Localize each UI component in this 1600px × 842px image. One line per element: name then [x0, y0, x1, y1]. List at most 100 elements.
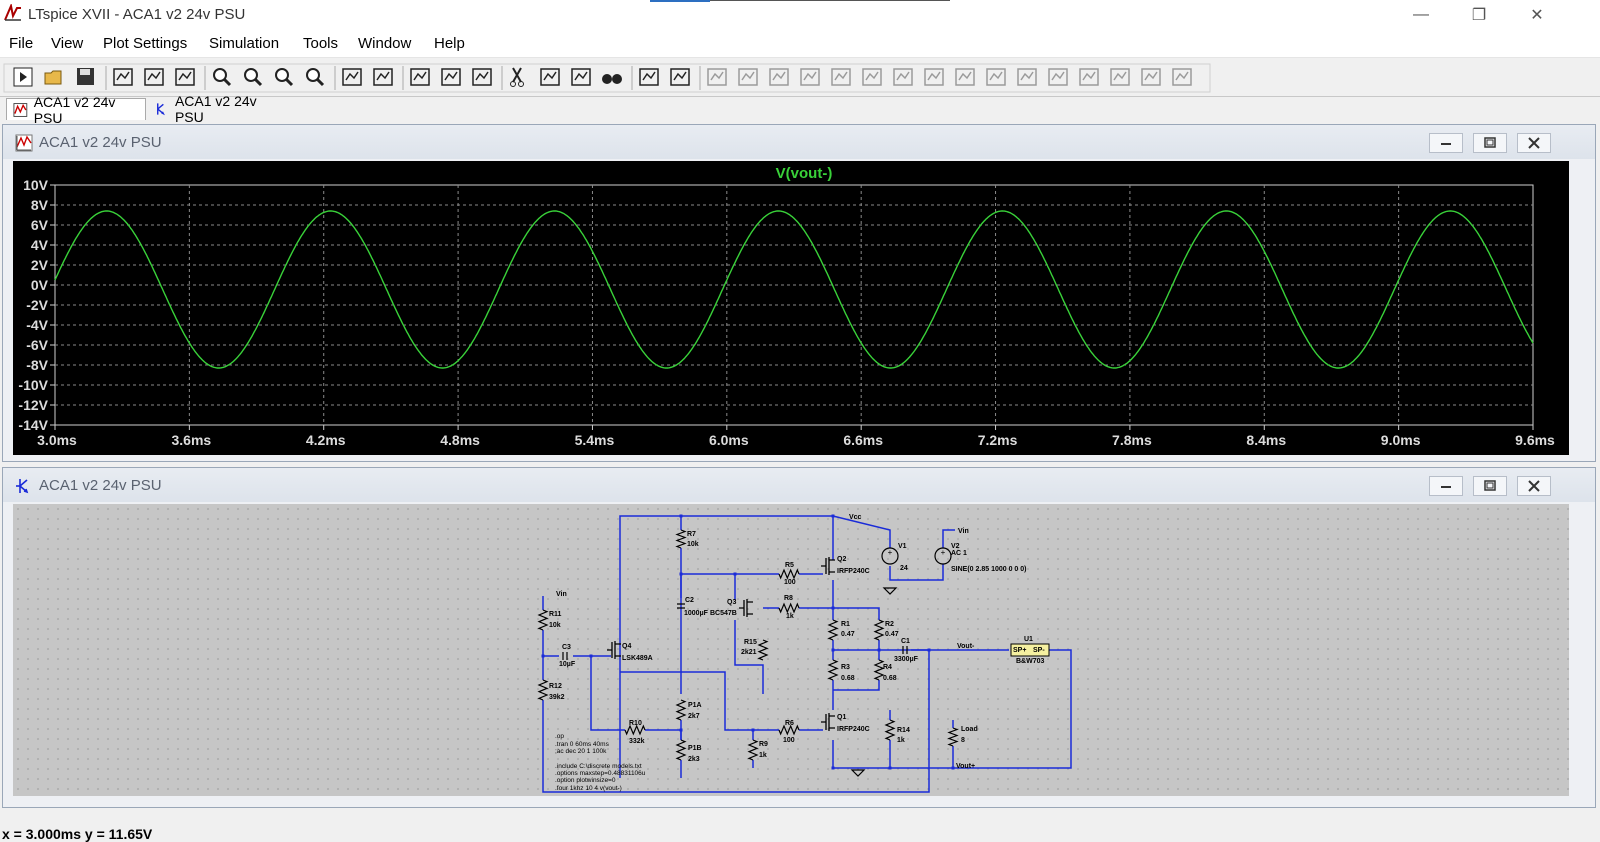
resistor-r2[interactable]: [873, 619, 885, 641]
mosfet-q2[interactable]: [821, 557, 835, 575]
trace-label[interactable]: V(vout-): [776, 165, 833, 182]
save-icon[interactable]: [77, 68, 94, 85]
menu-help[interactable]: Help: [434, 35, 465, 52]
mosfet-q1[interactable]: [821, 713, 835, 731]
zoom-cancel-icon[interactable]: [306, 68, 325, 87]
resistor-r10[interactable]: [624, 724, 646, 736]
spice-directive[interactable]: .option plotwinsize=0: [555, 777, 616, 784]
spice-directive[interactable]: ;ac dec 20 1 100k: [555, 748, 607, 755]
spice-directive[interactable]: .include C:\discrete models.txt: [555, 763, 642, 770]
ground-icon[interactable]: [738, 68, 758, 86]
schematic-minimize-button[interactable]: [1429, 476, 1463, 496]
resistor-r1[interactable]: [827, 619, 839, 641]
rotate-icon[interactable]: [1079, 68, 1099, 86]
resistor-r6[interactable]: [778, 724, 800, 736]
label-icon[interactable]: [769, 68, 789, 86]
menu-view[interactable]: View: [51, 35, 84, 52]
redo-icon[interactable]: [1048, 68, 1068, 86]
menu-plot-settings[interactable]: Plot Settings: [103, 35, 188, 52]
resistor-load[interactable]: [947, 727, 959, 747]
resistor-p1a[interactable]: [675, 699, 687, 721]
mirror-icon[interactable]: [1110, 68, 1130, 86]
open-icon[interactable]: [44, 70, 62, 85]
plot-maximize-button[interactable]: [1473, 133, 1507, 153]
value-r7: 10k: [687, 541, 699, 548]
autorange-icon[interactable]: [342, 68, 362, 86]
wire-icon[interactable]: [707, 68, 727, 86]
voltage-source-v2[interactable]: [934, 547, 952, 565]
restore-button[interactable]: ❐: [1456, 0, 1502, 30]
minimize-button[interactable]: —: [1398, 0, 1444, 30]
zoom-in-icon[interactable]: [213, 68, 232, 87]
schematic-close-button[interactable]: [1517, 476, 1551, 496]
tab-label: ACA1 v2 24v PSU: [174, 93, 257, 125]
capacitor-c3[interactable]: [562, 652, 568, 660]
resistor-p1b[interactable]: [675, 739, 687, 761]
schematic-drawing[interactable]: ++VccVinVinVout-Vout+R710kR5100Q2IRFP240…: [13, 504, 1569, 796]
menu-simulation[interactable]: Simulation: [209, 35, 280, 52]
transistor-q3[interactable]: [739, 599, 753, 617]
resistor-r9[interactable]: [747, 739, 759, 761]
cascade-icon[interactable]: [472, 68, 492, 86]
resistor-icon[interactable]: [800, 68, 820, 86]
move-icon[interactable]: [955, 68, 975, 86]
resistor-r8[interactable]: [778, 602, 800, 614]
control-panel-icon[interactable]: [113, 68, 133, 86]
capacitor-icon[interactable]: [831, 68, 851, 86]
resistor-r4[interactable]: [873, 659, 885, 681]
plot-minimize-button[interactable]: [1429, 133, 1463, 153]
diode-icon[interactable]: [893, 68, 913, 86]
jfet-q4[interactable]: [607, 641, 621, 659]
inductor-icon[interactable]: [862, 68, 882, 86]
resistor-r7[interactable]: [675, 529, 687, 549]
spice-directive[interactable]: .four 1khz 10 4 v(vout-): [555, 785, 622, 792]
speaker-u1[interactable]: [1010, 643, 1050, 657]
spice-directive-icon[interactable]: [1172, 68, 1192, 86]
schematic-maximize-button[interactable]: [1473, 476, 1507, 496]
paste-icon[interactable]: [571, 68, 591, 86]
spice-directive[interactable]: .tran 0 60ms 40ms: [555, 741, 610, 748]
capacitor-c2[interactable]: [677, 603, 685, 609]
drag-icon[interactable]: [986, 68, 1006, 86]
print-icon[interactable]: [639, 68, 659, 86]
zoom-area-icon[interactable]: [244, 68, 263, 87]
find-icon[interactable]: [602, 74, 622, 84]
tile-vertical-icon[interactable]: [441, 68, 461, 86]
spice-directive[interactable]: .options maxstep=0.48831106u: [555, 770, 646, 777]
spice-directive[interactable]: .op: [555, 733, 564, 740]
close-button[interactable]: ✕: [1514, 0, 1560, 30]
capacitor-c1[interactable]: [902, 646, 908, 654]
resistor-r12[interactable]: [537, 679, 549, 701]
resistor-r15[interactable]: [757, 639, 769, 661]
zoom-out-icon[interactable]: [275, 68, 294, 87]
component-icon[interactable]: [924, 68, 944, 86]
tile-horizontal-icon[interactable]: [410, 68, 430, 86]
resistor-r14[interactable]: [884, 719, 896, 741]
cut-icon[interactable]: [510, 67, 524, 87]
copy-icon[interactable]: [540, 68, 560, 86]
halt-icon[interactable]: [175, 68, 195, 86]
waveform-chart[interactable]: V(vout-)10V8V6V4V2V0V-2V-4V-6V-8V-10V-12…: [13, 161, 1569, 455]
tab-waveform[interactable]: ACA1 v2 24v PSU: [6, 94, 146, 126]
menu-window[interactable]: Window: [358, 35, 412, 52]
plot-close-button[interactable]: [1517, 133, 1551, 153]
resistor-r3[interactable]: [827, 659, 839, 681]
print-preview-icon[interactable]: [670, 68, 690, 86]
tab-label: ACA1 v2 24v PSU: [33, 93, 116, 126]
run-icon[interactable]: [13, 67, 33, 87]
run-sim-icon[interactable]: [144, 68, 164, 86]
voltage-source-v1[interactable]: [881, 547, 899, 565]
trace-vout-minus[interactable]: [54, 210, 1534, 369]
tab-schematic[interactable]: ACA1 v2 24v PSU: [148, 93, 288, 125]
manual-limits-icon[interactable]: [373, 68, 393, 86]
menu-tools[interactable]: Tools: [303, 35, 339, 52]
resistor-r11[interactable]: [537, 609, 549, 631]
text-icon[interactable]: [1141, 68, 1161, 86]
resistor-r5[interactable]: [778, 568, 800, 580]
undo-icon[interactable]: [1017, 68, 1037, 86]
menu-file[interactable]: File: [9, 35, 34, 52]
